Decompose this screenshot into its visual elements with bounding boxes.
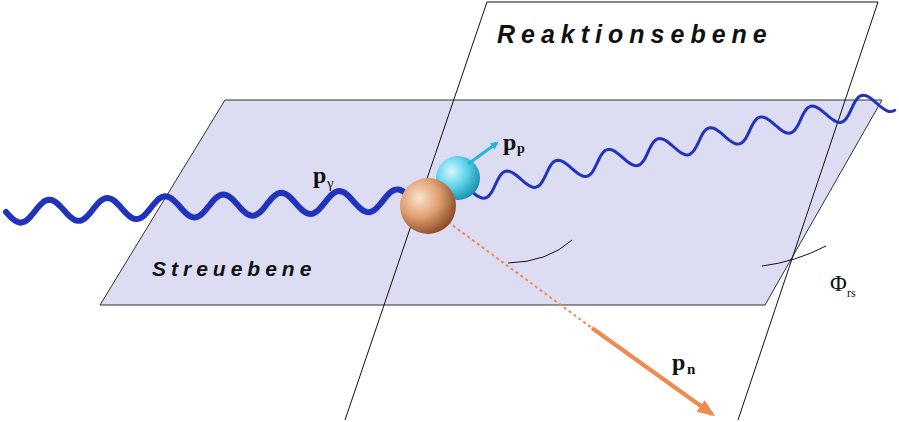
photon-wave: [6, 189, 410, 222]
scattering-plane: [100, 100, 882, 305]
momentum-symbol: p: [672, 350, 685, 374]
reaction-plane: [345, 2, 878, 420]
momentum-symbol: p: [503, 130, 516, 154]
neutron-momentum-arrow: [592, 328, 712, 414]
angle-arc: [508, 240, 572, 263]
momentum-subscript: n: [687, 362, 695, 377]
angle-symbol: Φ: [830, 272, 847, 295]
plane-label: Reaktionsebene: [497, 22, 773, 47]
momentum-subscript: γ: [327, 176, 334, 191]
neutron-path: [448, 222, 592, 328]
neutron-sphere: [400, 178, 456, 234]
angle-subscript: rs: [847, 287, 856, 299]
plane-label: Streuebene: [152, 258, 316, 279]
momentum-subscript: p: [517, 142, 525, 156]
momentum-symbol: p: [313, 163, 326, 187]
angle-arc: [762, 246, 826, 266]
proton-momentum-arrow: [468, 143, 497, 164]
photon-wave: [470, 95, 895, 198]
